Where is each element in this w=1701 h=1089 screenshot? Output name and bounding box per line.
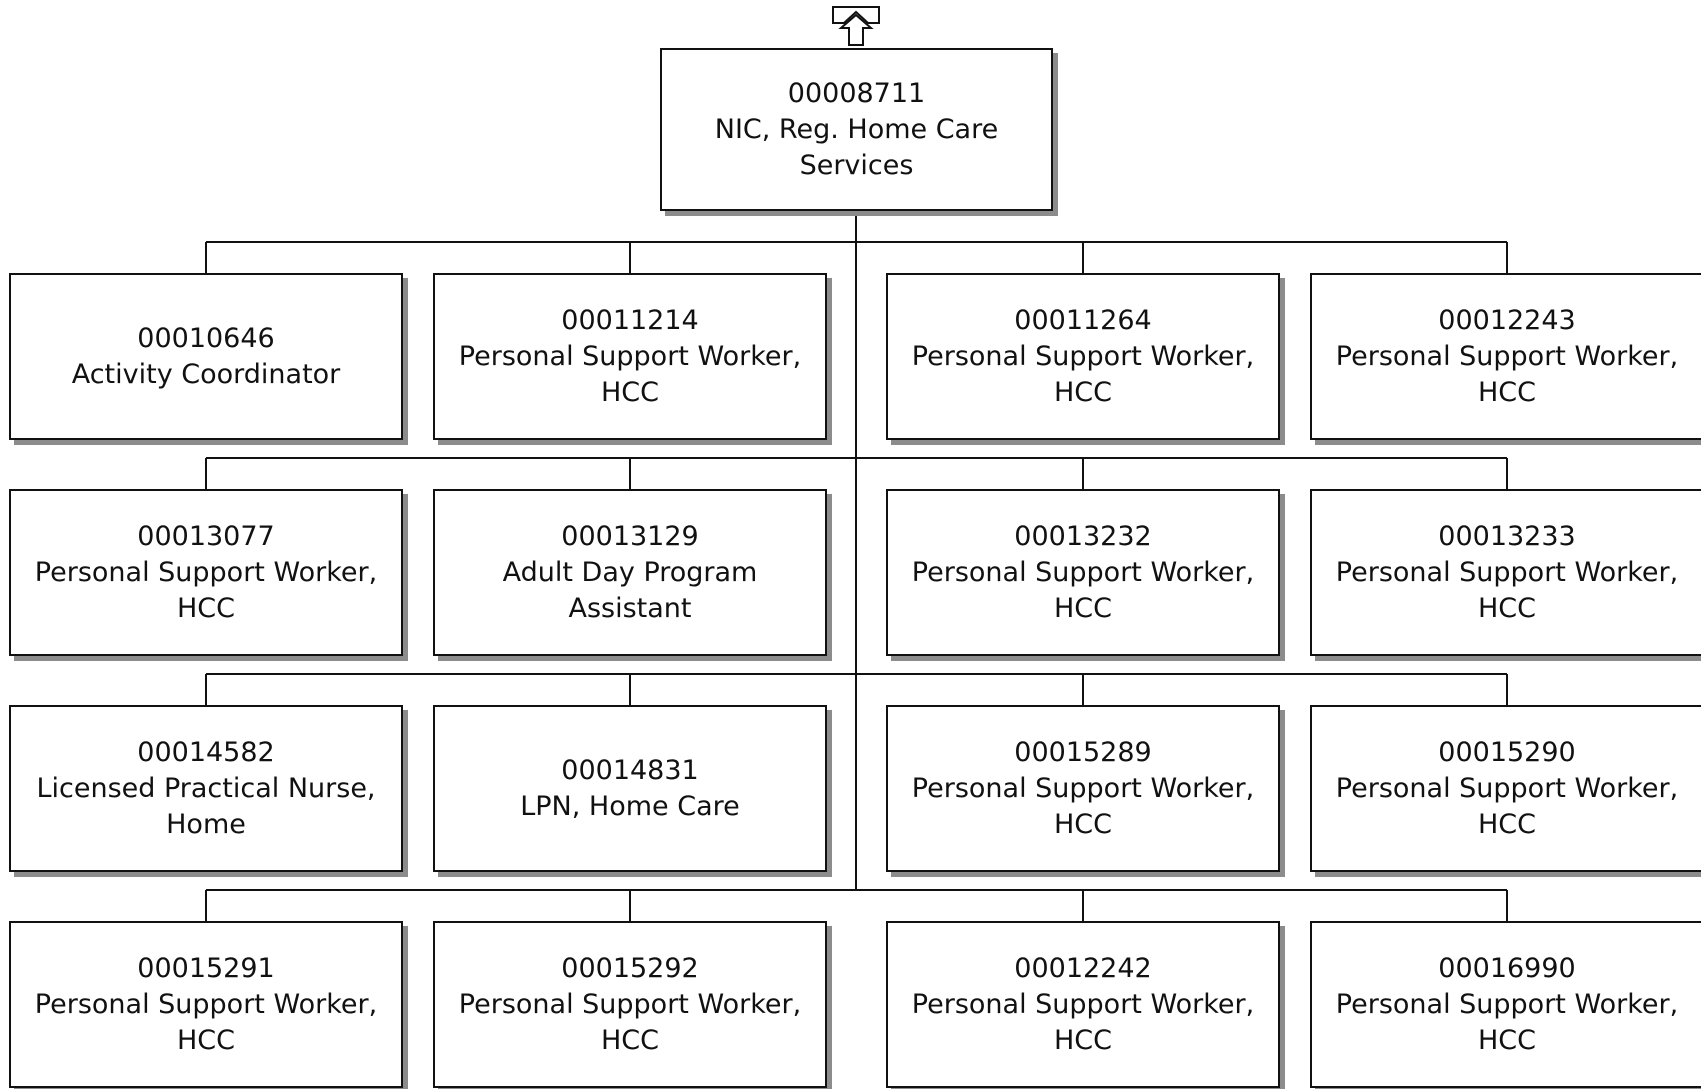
position-box[interactable]: 00013129 Adult Day Program Assistant (433, 489, 827, 656)
position-box[interactable]: 00015291 Personal Support Worker, HCC (9, 921, 403, 1088)
position-title: Personal Support Worker, HCC (911, 772, 1255, 840)
position-box[interactable]: 00011264 Personal Support Worker, HCC (886, 273, 1280, 440)
position-box[interactable]: 00015290 Personal Support Worker, HCC (1310, 705, 1701, 872)
position-id: 00013129 (561, 520, 699, 552)
position-id: 00013232 (1014, 520, 1152, 552)
position-id: 00008711 (787, 77, 926, 109)
position-title: Personal Support Worker, HCC (458, 988, 802, 1056)
position-id: 00015290 (1438, 736, 1576, 768)
position-box[interactable]: 00010646 Activity Coordinator (9, 273, 403, 440)
position-box[interactable]: 00013077 Personal Support Worker, HCC (9, 489, 403, 656)
position-id: 00012242 (1014, 952, 1152, 984)
position-id: 00012243 (1438, 304, 1576, 336)
position-id: 00011264 (1014, 304, 1152, 336)
position-title: Personal Support Worker, HCC (911, 988, 1255, 1056)
position-id: 00015291 (137, 952, 275, 984)
position-id: 00015292 (561, 952, 699, 984)
position-title: Personal Support Worker, HCC (1335, 988, 1679, 1056)
position-id: 00013233 (1438, 520, 1576, 552)
reporting-line (205, 211, 1508, 921)
position-box[interactable]: 00015289 Personal Support Worker, HCC (886, 705, 1280, 872)
up-arrow-icon[interactable] (832, 6, 880, 46)
position-title: Licensed Practical Nurse, Home (36, 772, 376, 840)
position-title: Personal Support Worker, HCC (911, 340, 1255, 408)
position-id: 00013077 (137, 520, 275, 552)
position-id: 00010646 (137, 322, 275, 354)
position-title: Activity Coordinator (71, 358, 341, 390)
position-title: Personal Support Worker, HCC (34, 556, 378, 624)
position-box[interactable]: 00012243 Personal Support Worker, HCC (1310, 273, 1701, 440)
position-id: 00016990 (1438, 952, 1576, 984)
position-id: 00015289 (1014, 736, 1152, 768)
position-title: Personal Support Worker, HCC (34, 988, 378, 1056)
position-box[interactable]: 00012242 Personal Support Worker, HCC (886, 921, 1280, 1088)
position-box[interactable]: 00013233 Personal Support Worker, HCC (1310, 489, 1701, 656)
position-title: Personal Support Worker, HCC (1335, 772, 1679, 840)
position-box[interactable]: 00014582 Licensed Practical Nurse, Home (9, 705, 403, 872)
position-title: Adult Day Program Assistant (502, 556, 758, 624)
position-title: Personal Support Worker, HCC (458, 340, 802, 408)
position-id: 00014831 (561, 754, 699, 786)
root-position-box[interactable]: 00008711 NIC, Reg. Home Care Services (660, 48, 1053, 211)
position-title: Personal Support Worker, HCC (1335, 556, 1679, 624)
position-box[interactable]: 00016990 Personal Support Worker, HCC (1310, 921, 1701, 1088)
position-title: LPN, Home Care (520, 790, 740, 822)
position-box[interactable]: 00014831 LPN, Home Care (433, 705, 827, 872)
position-title: NIC, Reg. Home Care Services (714, 113, 999, 181)
position-box[interactable]: 00015292 Personal Support Worker, HCC (433, 921, 827, 1088)
position-id: 00011214 (561, 304, 699, 336)
position-box[interactable]: 00011214 Personal Support Worker, HCC (433, 273, 827, 440)
position-id: 00014582 (137, 736, 275, 768)
position-title: Personal Support Worker, HCC (1335, 340, 1679, 408)
position-box[interactable]: 00013232 Personal Support Worker, HCC (886, 489, 1280, 656)
position-title: Personal Support Worker, HCC (911, 556, 1255, 624)
